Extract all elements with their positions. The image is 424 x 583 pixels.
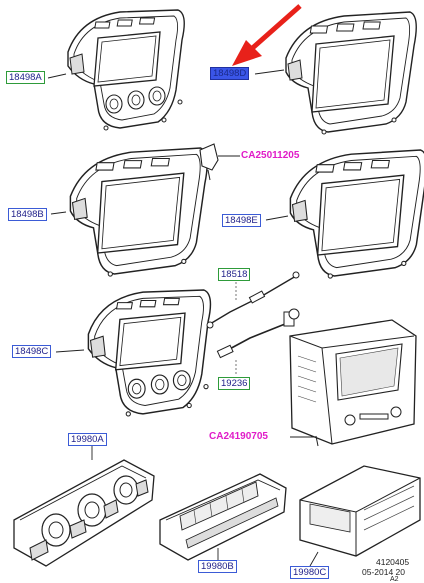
leader-line — [47, 73, 67, 79]
cable-19236 — [216, 308, 300, 376]
bezel-18498A — [67, 9, 185, 131]
part-label-18518[interactable]: 18518 — [218, 268, 251, 281]
part-label-19980A[interactable]: 19980A — [68, 433, 107, 446]
climate-control-19980B — [159, 473, 287, 561]
climate-control-19980A — [13, 459, 155, 567]
bezel-18498C — [87, 289, 212, 417]
part-label-18498E[interactable]: 18498E — [222, 214, 261, 227]
part-label-18498B[interactable]: 18498B — [8, 208, 47, 221]
bezel-18498E — [289, 149, 424, 279]
part-label-19980C[interactable]: 19980C — [290, 566, 330, 579]
bezel-18498D — [285, 11, 417, 135]
part-label-18498C[interactable]: 18498C — [12, 345, 52, 358]
callout-ca25011205[interactable]: CA25011205 — [241, 150, 300, 161]
leader-line — [55, 349, 85, 353]
leader-line — [265, 215, 289, 221]
part-label-18498A[interactable]: 18498A — [6, 71, 45, 84]
part-label-19980B[interactable]: 19980B — [198, 560, 237, 573]
footer-id: 4120405 — [376, 557, 410, 567]
footer-date: 05-2014 20 — [362, 567, 406, 577]
bracket-part — [199, 143, 240, 181]
leader-line — [309, 551, 319, 567]
part-label-19236[interactable]: 19236 — [218, 377, 251, 390]
red-arrow-icon — [232, 4, 302, 66]
callout-ca24190705[interactable]: CA24190705 — [209, 431, 268, 442]
module-19980C — [299, 465, 421, 557]
bezel-18498B — [69, 147, 208, 277]
cable-18518 — [206, 271, 300, 329]
footer-rev: A2 — [390, 576, 399, 583]
radio-unit — [289, 319, 417, 447]
leader-line — [254, 69, 285, 75]
part-label-18498D-highlighted[interactable]: 18498D — [210, 67, 250, 80]
leader-line — [50, 211, 67, 215]
